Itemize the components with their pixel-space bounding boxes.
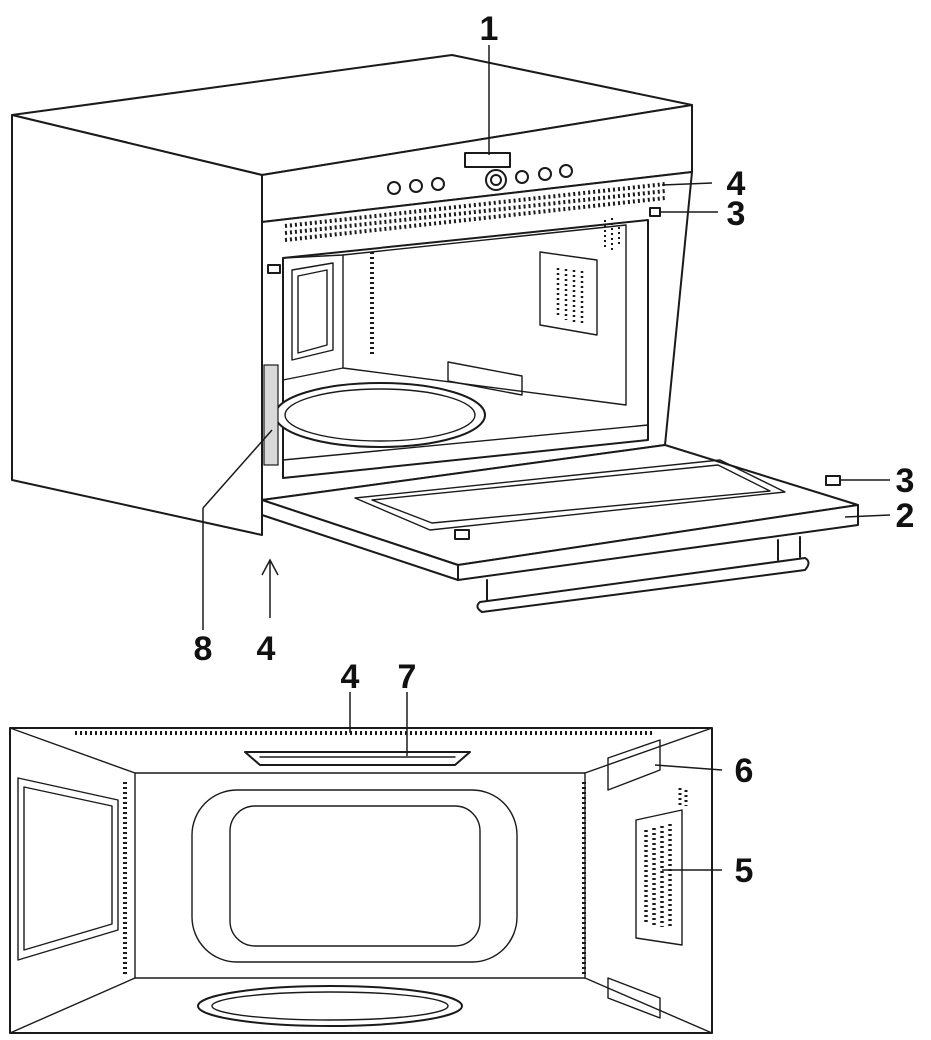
right-wall-bracket bbox=[607, 739, 661, 791]
label-3-door: 3 bbox=[896, 462, 915, 500]
cavity-side-window-inner bbox=[297, 269, 328, 354]
left-side-window bbox=[17, 777, 119, 961]
interior-edge bbox=[9, 727, 136, 774]
cavity-floor-edge bbox=[282, 424, 649, 461]
cavity-side-window bbox=[291, 262, 334, 361]
label-4-top: 4 bbox=[727, 165, 746, 203]
control-button bbox=[431, 177, 445, 191]
cavity-edge bbox=[282, 367, 344, 381]
turntable bbox=[274, 382, 486, 448]
front-vent bbox=[284, 182, 666, 242]
leader-8 bbox=[202, 429, 273, 509]
interior-view bbox=[9, 727, 713, 1034]
frame-latch-slot-right bbox=[649, 207, 661, 217]
door-latch-right bbox=[825, 475, 841, 486]
back-bracket bbox=[447, 361, 523, 396]
vent-row bbox=[284, 196, 666, 242]
back-grill-panel bbox=[539, 251, 598, 336]
control-button bbox=[538, 167, 552, 181]
right-wall-lower-bracket bbox=[607, 977, 661, 1019]
speaker-dots bbox=[604, 218, 620, 250]
display-window bbox=[464, 152, 511, 168]
back-wall-window-outer bbox=[191, 789, 518, 963]
leader-4-top bbox=[661, 182, 713, 186]
interior-back-wall bbox=[134, 772, 586, 979]
label-5: 5 bbox=[735, 852, 754, 890]
right-wall-grill-panel bbox=[635, 809, 683, 946]
interior-top-light bbox=[244, 751, 471, 766]
label-4-interior: 4 bbox=[341, 658, 360, 696]
control-button bbox=[559, 164, 573, 178]
interior-edge bbox=[9, 977, 136, 1034]
right-wall-grill-holes bbox=[644, 824, 672, 928]
interior-turntable bbox=[197, 985, 463, 1027]
back-wall-window-inner bbox=[229, 805, 481, 947]
control-knob-center bbox=[490, 174, 502, 186]
leader-2 bbox=[844, 514, 891, 518]
arrow-head bbox=[261, 558, 279, 576]
interior-labels: 4 7 6 5 bbox=[341, 658, 754, 890]
label-7: 7 bbox=[398, 658, 417, 696]
door-latch-left bbox=[454, 529, 470, 540]
label-8: 8 bbox=[194, 630, 213, 668]
interior-edge bbox=[584, 977, 713, 1034]
side-rating-label bbox=[263, 364, 279, 466]
interior-turntable-inner bbox=[211, 991, 449, 1021]
interior-leaders bbox=[349, 692, 723, 871]
door-window-inner bbox=[371, 464, 771, 524]
cavity-edge bbox=[282, 254, 344, 259]
leader-6 bbox=[654, 764, 723, 771]
door-handle bbox=[476, 557, 810, 613]
oven-door bbox=[261, 444, 859, 613]
oven-left-side bbox=[11, 114, 263, 536]
control-button bbox=[515, 170, 529, 184]
interior-edge bbox=[584, 727, 713, 774]
frame-latch-slot bbox=[267, 264, 281, 274]
door-window bbox=[354, 459, 786, 531]
label-1: 1 bbox=[480, 10, 499, 48]
door-left-edge bbox=[261, 499, 459, 581]
left-side-window-inner bbox=[23, 786, 113, 951]
label-6: 6 bbox=[735, 752, 754, 790]
turntable-inner bbox=[284, 388, 476, 442]
oven-cavity bbox=[263, 207, 661, 479]
label-2: 2 bbox=[896, 497, 915, 535]
control-panel bbox=[387, 152, 573, 195]
control-button bbox=[409, 179, 423, 193]
label-4-bottom: 4 bbox=[257, 630, 276, 668]
vent-row bbox=[284, 182, 666, 228]
back-grill-holes bbox=[556, 268, 584, 324]
top-view-labels: 1 4 3 3 2 8 4 bbox=[194, 10, 915, 668]
top-view-leaders bbox=[202, 45, 891, 630]
bottom-vent-arrow bbox=[261, 558, 279, 618]
vent-row bbox=[284, 189, 666, 235]
cavity-back-wall bbox=[342, 224, 627, 406]
label-3-top: 3 bbox=[727, 195, 746, 233]
control-button bbox=[387, 181, 401, 195]
